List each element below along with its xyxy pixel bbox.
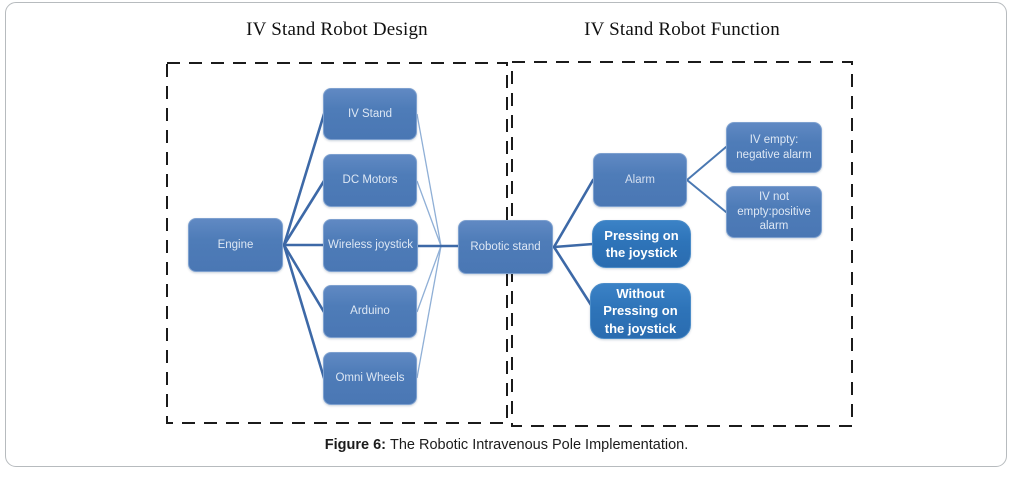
design-dashed-box	[166, 62, 508, 424]
node-arduino: Arduino	[323, 285, 417, 338]
node-iv-not-empty-positive-alarm: IV not empty:positive alarm	[726, 186, 822, 238]
node-iv-empty-negative-alarm: IV empty: negative alarm	[726, 122, 822, 173]
figure-caption-label: Figure 6:	[324, 437, 386, 453]
stand-fan-connectors	[552, 178, 595, 310]
figure-caption-text: The Robotic Intravenous Pole Implementat…	[390, 437, 689, 453]
node-alarm: Alarm	[593, 153, 687, 207]
node-iv-stand: IV Stand	[323, 88, 417, 140]
node-engine: Engine	[188, 218, 283, 272]
alarm-fan-connectors	[686, 146, 727, 213]
node-wireless-joystick: Wireless joystick	[323, 219, 418, 272]
function-section-title: IV Stand Robot Function	[584, 19, 780, 40]
node-robotic-stand: Robotic stand	[458, 220, 553, 274]
design-section-title: IV Stand Robot Design	[246, 19, 428, 40]
node-dc-motors: DC Motors	[323, 154, 417, 207]
node-without-pressing-joystick: Without Pressing on the joystick	[590, 283, 691, 339]
node-omni-wheels: Omni Wheels	[323, 352, 417, 405]
engine-fan-connectors	[282, 112, 460, 380]
component-to-stand-connectors	[416, 113, 442, 379]
node-pressing-joystick: Pressing on the joystick	[592, 220, 691, 268]
figure-caption: Figure 6:The Robotic Intravenous Pole Im…	[0, 437, 1013, 453]
